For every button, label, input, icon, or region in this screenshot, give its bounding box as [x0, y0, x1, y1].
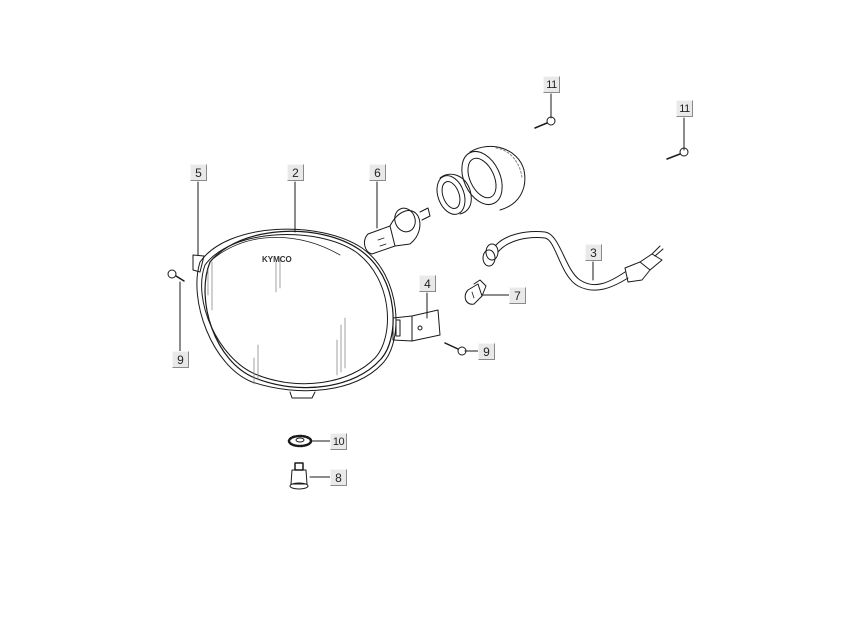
adjuster-bolt: [289, 462, 309, 490]
callout-headlight-bracket[interactable]: 5: [190, 164, 207, 181]
callout-screw[interactable]: 9: [478, 343, 495, 360]
callout-wire-harness-socket[interactable]: 3: [585, 244, 602, 261]
leader-lines: [179, 93, 685, 478]
callout-adjuster-bolt[interactable]: 8: [330, 469, 347, 486]
screw-9-left: [167, 269, 185, 282]
screw-11-left: [534, 116, 556, 129]
screw-11-right: [666, 147, 689, 160]
wire-harness: [482, 231, 664, 291]
callout-screw[interactable]: 9: [172, 351, 189, 368]
socket-ring: [436, 173, 472, 215]
callout-headlight-unit[interactable]: 2: [287, 164, 304, 181]
callout-screw[interactable]: 11: [543, 76, 560, 93]
screw-9-right: [444, 342, 467, 356]
washer: [287, 434, 313, 448]
brand-label: KYMCO: [262, 255, 292, 264]
callout-screw[interactable]: 11: [676, 100, 693, 117]
headlight-unit: [192, 228, 397, 399]
position-bulb: [464, 279, 487, 305]
headlight-bulb: [364, 207, 431, 255]
dust-cover: [461, 145, 526, 211]
mounting-bracket: [392, 309, 441, 342]
callout-washer[interactable]: 10: [330, 433, 347, 450]
callout-headlight-bulb[interactable]: 6: [369, 164, 386, 181]
callout-mounting-bracket[interactable]: 4: [419, 275, 436, 292]
callout-position-bulb[interactable]: 7: [509, 287, 526, 304]
